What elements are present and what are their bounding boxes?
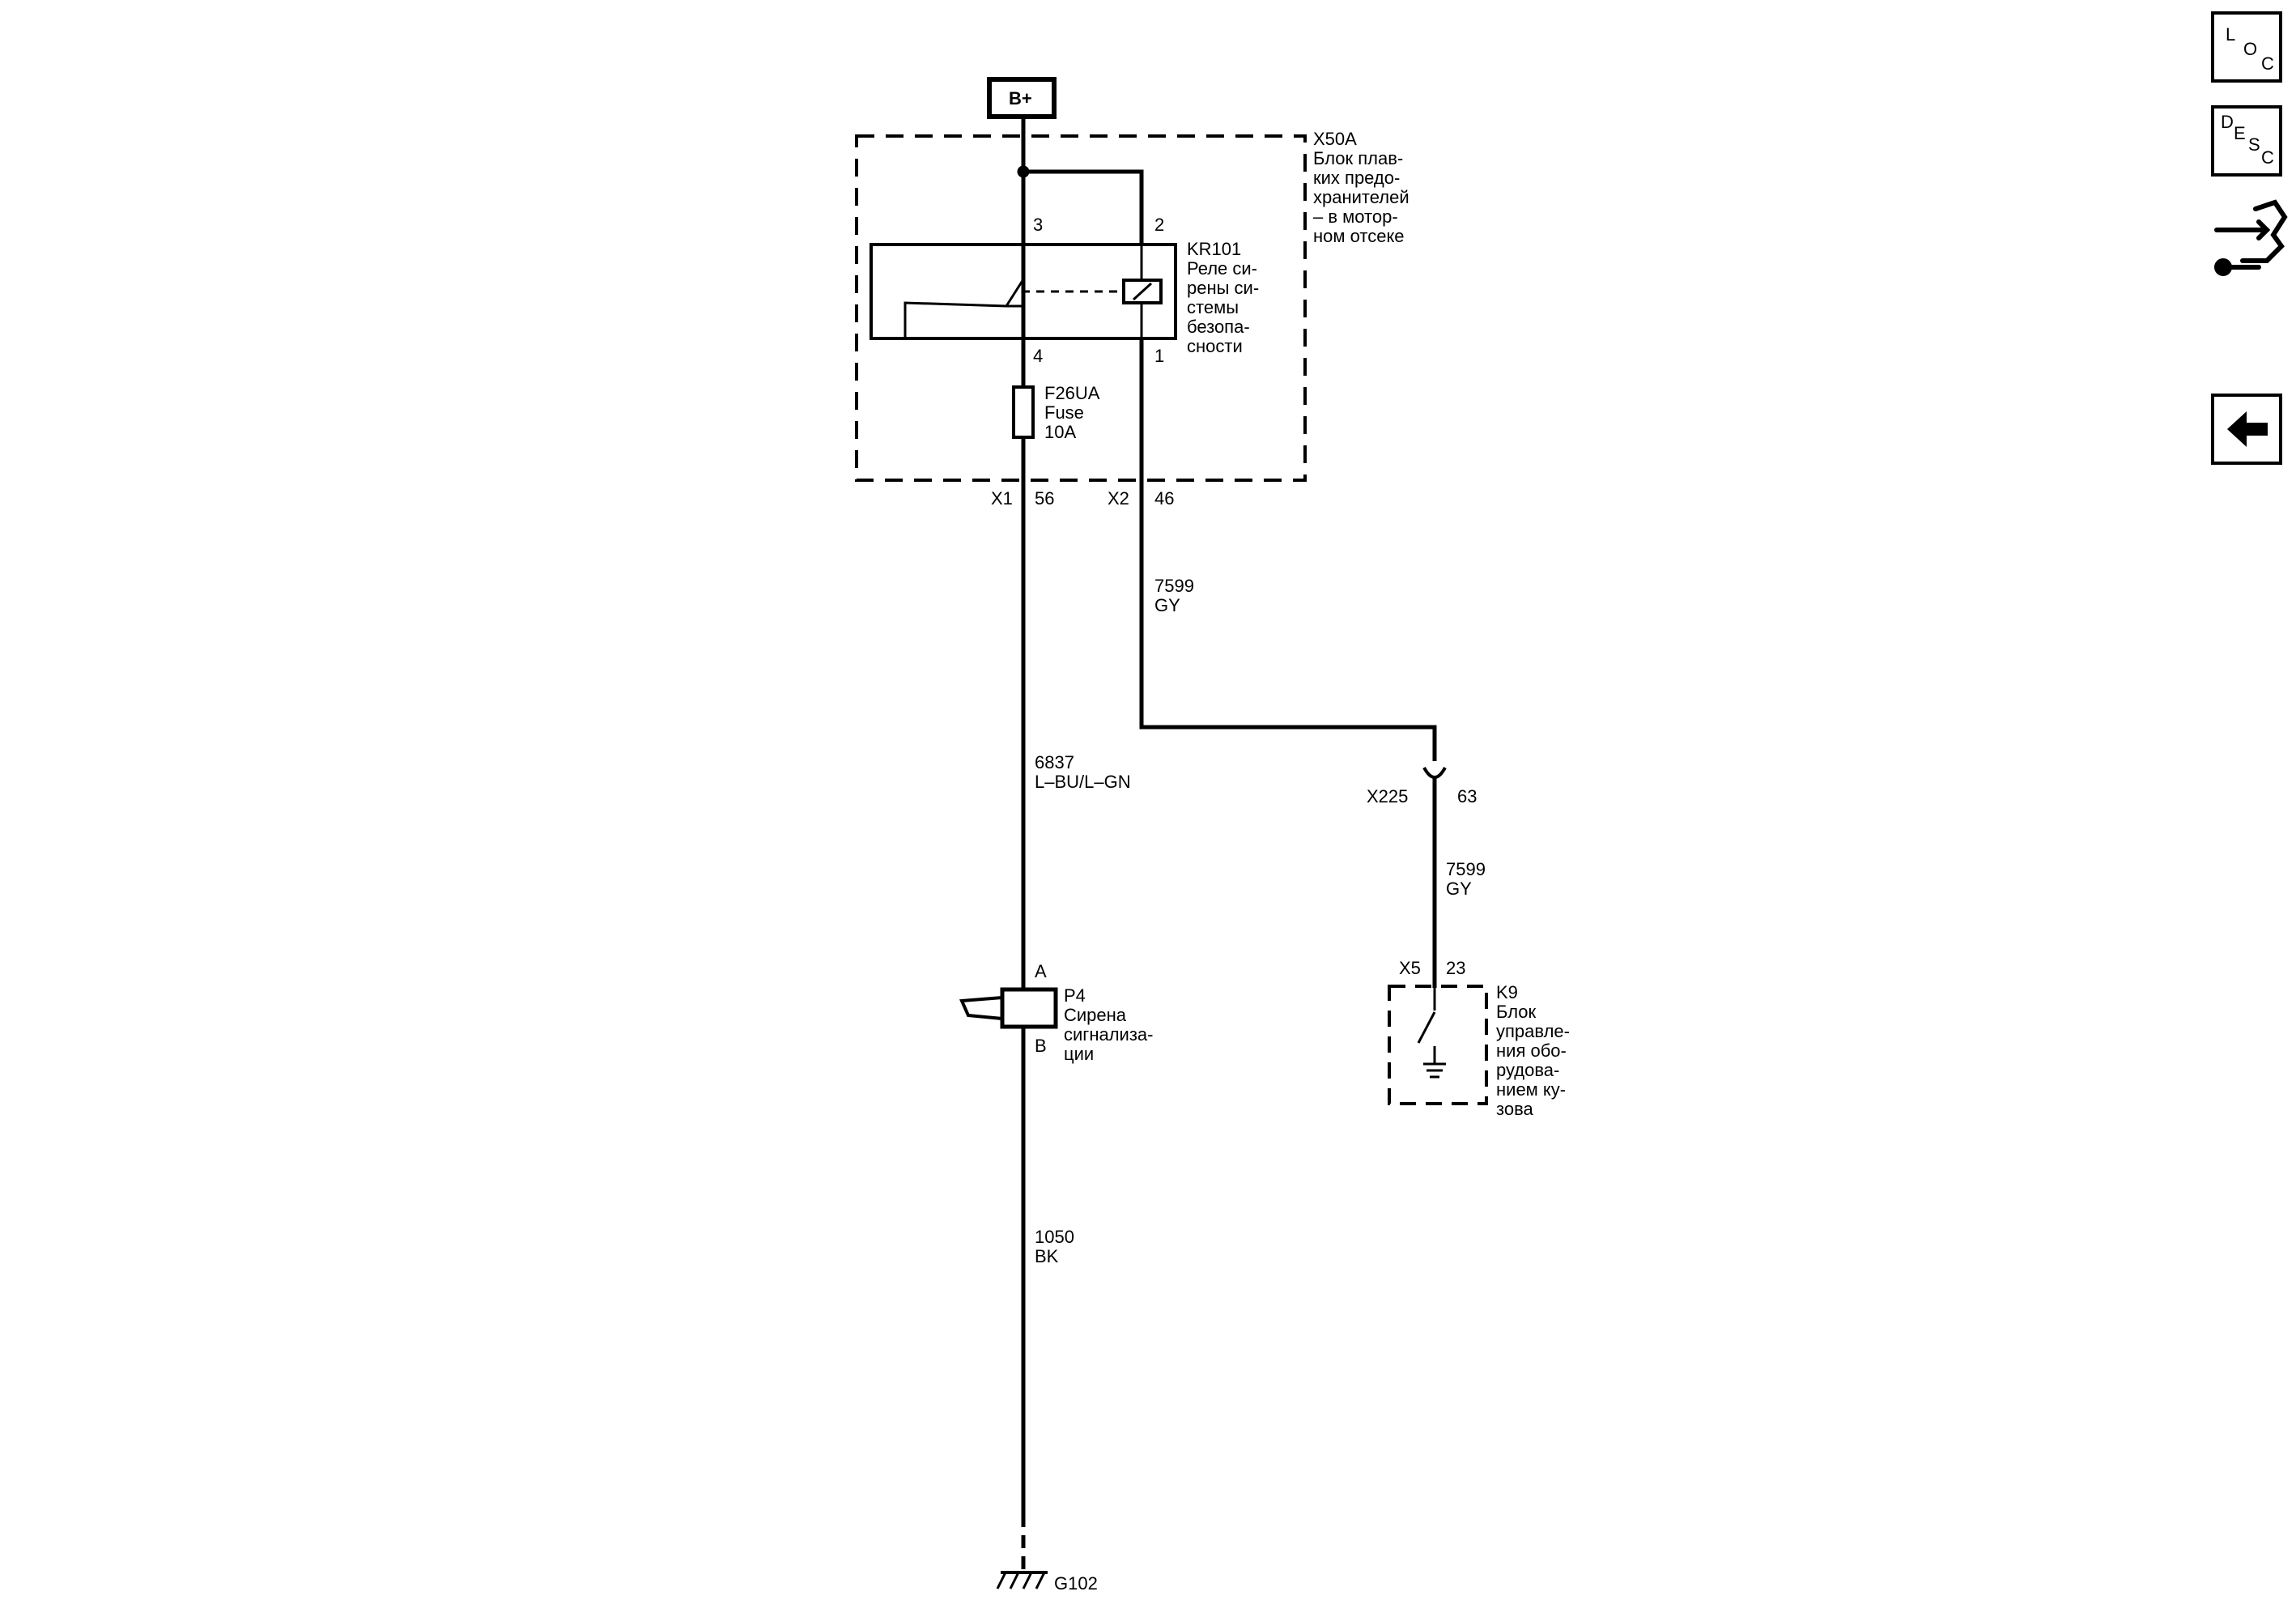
wire-6837-circuit: 6837 [1035,752,1074,772]
siren-pin-b: B [1035,1036,1047,1056]
relay-name-line: сности [1187,336,1243,356]
relay-internal-link [904,301,1007,338]
supply-label: B+ [1009,88,1032,109]
ground-label: G102 [1054,1573,1098,1594]
desc-letter: S [2248,134,2260,155]
bcm-boundary [1388,985,1488,1105]
relay-pin-1: 1 [1154,346,1165,366]
bcm-name-line: зова [1496,1099,1533,1119]
bcm-name-line: ния обо- [1496,1040,1567,1061]
connector-x1-pin: 56 [1035,488,1055,509]
wire-coil-feed [1023,169,1144,243]
fuse-block-name: Блок плав- ких предо- хранителей – в мот… [1313,149,1409,246]
relay-pin-2: 2 [1154,215,1165,235]
relay-switch-arm [1005,279,1025,307]
relay-contact-bottom [1006,304,1025,338]
wire-7599-lower-circuit: 7599 [1446,859,1486,879]
fuse-block-line: хранителей [1313,187,1409,207]
relay-name-line: стемы [1187,297,1239,317]
back-button[interactable] [2211,394,2282,465]
fuse-label-line: Fuse [1044,402,1084,423]
loc-letter: O [2243,39,2258,59]
ground-hatch-4 [1035,1572,1046,1589]
siren-pin-a: A [1035,961,1047,981]
desc-letter: E [2234,123,2246,143]
siren-id: P4 [1064,985,1086,1006]
bcm-name: Блок управле- ния обо- рудова- нием ку- … [1496,1002,1570,1119]
desc-letter: D [2221,112,2234,132]
bcm-name-line: Блок [1496,1002,1537,1022]
back-arrow-icon [2227,411,2268,447]
fuse-label: F26UA Fuse 10A [1044,384,1099,442]
connector-tool-icon[interactable] [2214,199,2288,276]
siren-horn [959,995,1004,1021]
relay-id: KR101 [1187,239,1242,259]
wire-1050-circuit: 1050 [1035,1227,1074,1247]
loc-letter: C [2261,53,2274,74]
wire-7599-circuit: 7599 [1154,576,1194,596]
wire-7599-lower-color: GY [1446,879,1472,899]
relay-name-line: Реле си- [1187,258,1258,279]
connector-x225-id: X225 [1367,786,1409,806]
wire-7599-color: GY [1154,595,1180,615]
bcm-name-line: рудова- [1496,1060,1560,1080]
fuse-symbol [1012,385,1035,439]
connector-x2-pin: 46 [1154,488,1175,509]
connector-x2-id: X2 [1108,488,1129,509]
loc-button[interactable]: L O C [2211,11,2282,83]
bcm-name-line: нием ку- [1496,1079,1567,1100]
connector-x5-pin: 23 [1446,958,1466,978]
ground-hatch-3 [1022,1572,1033,1589]
relay-name: Реле си- рены си- стемы безопа- сности [1187,259,1259,356]
ground-hatch-2 [1009,1572,1020,1589]
siren-name-line: Сирена [1064,1005,1127,1025]
wire-7599 [1139,338,1437,761]
fuse-label-line: 10A [1044,422,1077,442]
ground-hatch-1 [996,1572,1007,1589]
siren-body [1000,987,1058,1029]
relay-pin-3: 3 [1033,215,1044,235]
loc-letter: L [2226,24,2236,45]
bcm-name-line: управле- [1496,1021,1570,1041]
wire-6837-color: L–BU/L–GN [1035,772,1131,792]
siren-name-line: сигнализа- [1064,1024,1154,1045]
relay-name-line: рены си- [1187,278,1260,298]
relay-name-line: безопа- [1187,317,1250,337]
connector-x225-pin: 63 [1457,786,1478,806]
fuse-block-line: Блок плав- [1313,148,1404,168]
siren-name: Сирена сигнализа- ции [1064,1006,1153,1064]
fuse-block-line: ном отсеке [1313,226,1405,246]
wire-1050-color: BK [1035,1246,1059,1266]
connector-x1-id: X1 [991,488,1013,509]
desc-letter: C [2261,147,2274,168]
relay-coil-slash [1132,282,1153,301]
desc-button[interactable]: D E S C [2211,105,2282,177]
bcm-id: K9 [1496,982,1518,1002]
fuse-block-line: ких предо- [1313,168,1401,188]
fuse-block-line: – в мотор- [1313,206,1398,227]
relay-pin-4: 4 [1033,346,1044,366]
fuse-block-boundary [855,134,1307,482]
siren-name-line: ции [1064,1044,1095,1064]
fuse-label-line: F26UA [1044,383,1100,403]
fuse-block-id: X50A [1313,129,1357,149]
bcm-switch-blade [1417,1011,1436,1044]
connector-x5-id: X5 [1399,958,1421,978]
